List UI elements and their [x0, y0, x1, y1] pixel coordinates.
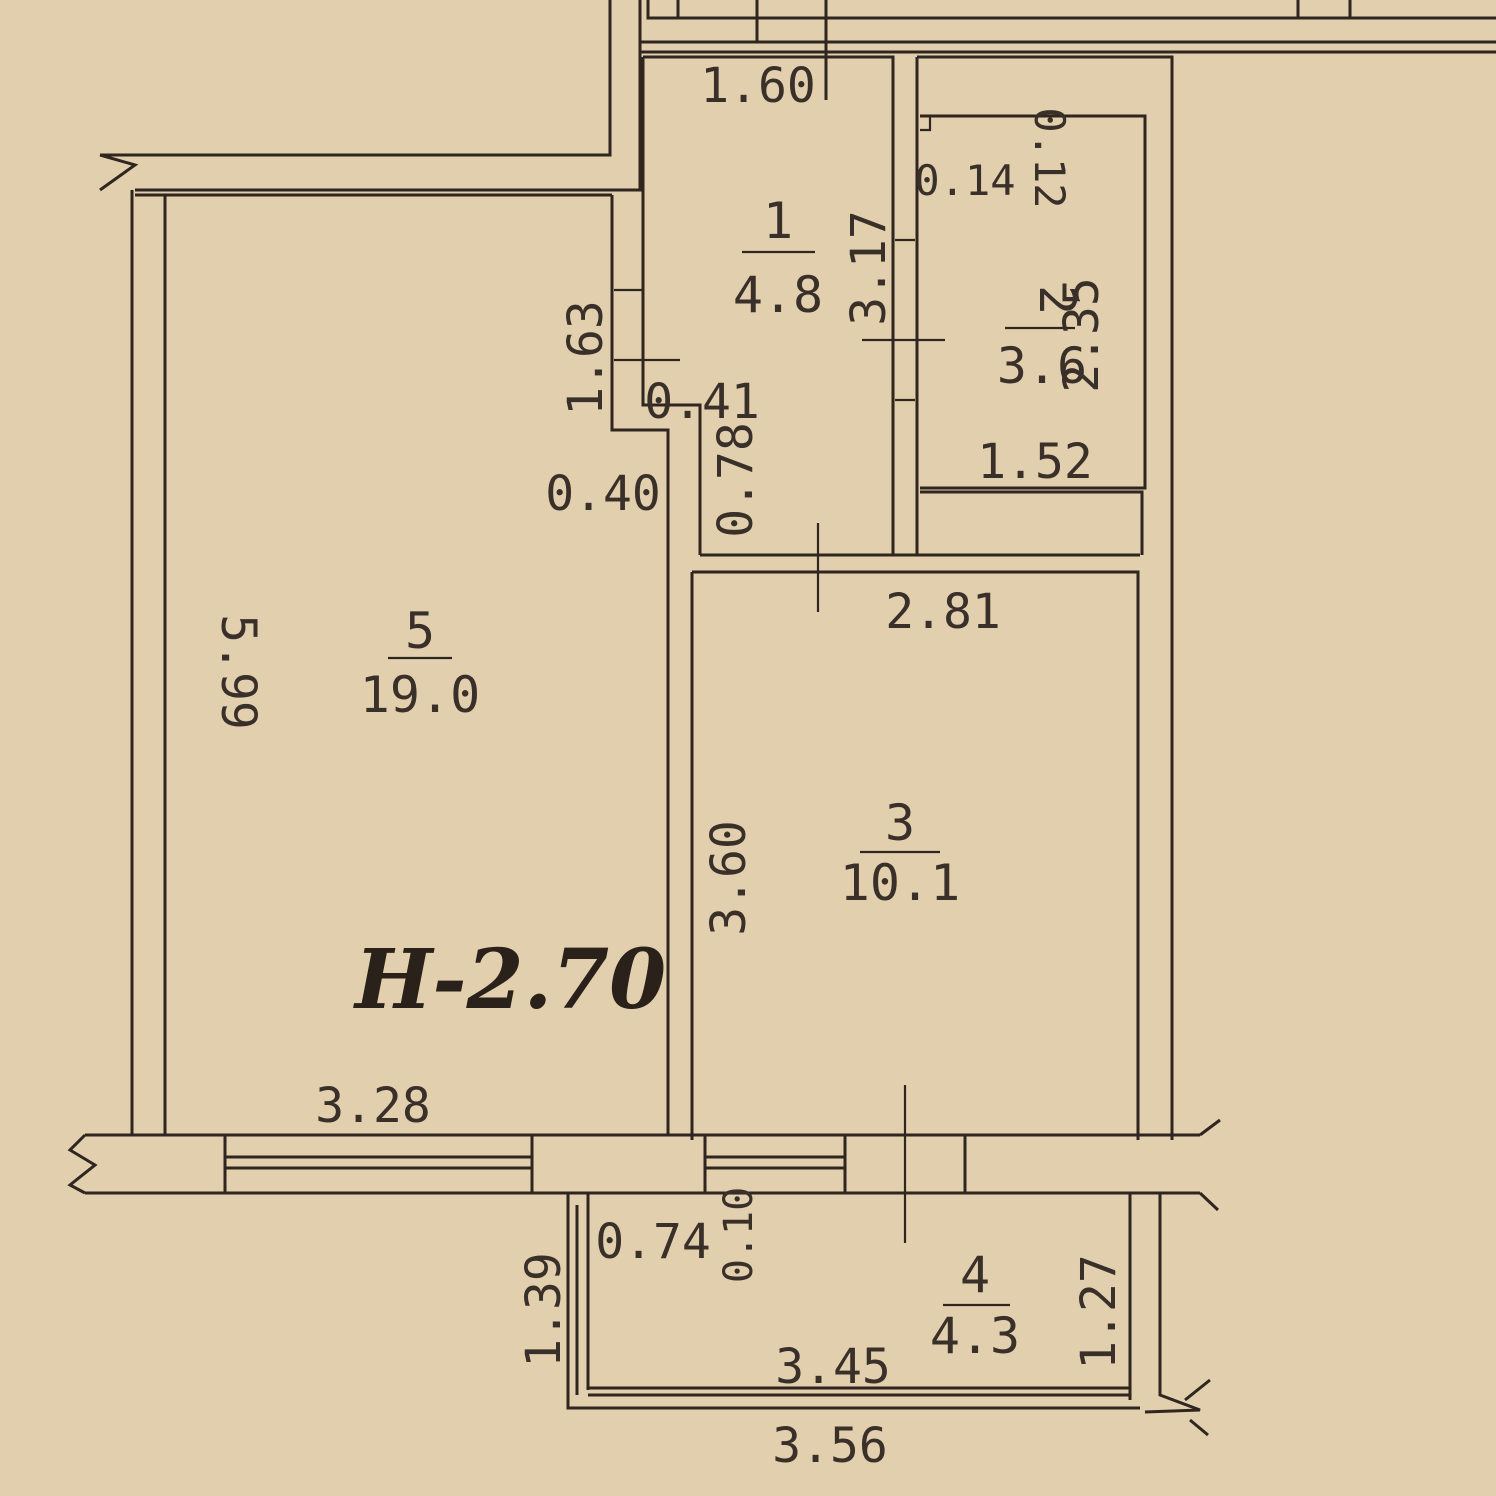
dim-1-27: 1.27 — [1071, 1254, 1127, 1370]
room-3-number: 3 — [885, 794, 915, 852]
dimensions: 1.60 3.17 0.14 0.12 2.35 1.52 1.63 0.41 … — [210, 58, 1127, 1474]
room-4-number: 4 — [960, 1246, 990, 1304]
ceiling-height: H-2.70 — [353, 932, 666, 1028]
room-1-label: 1 4.8 — [733, 192, 823, 324]
walls — [67, 0, 1496, 1437]
room-1-number: 1 — [763, 192, 793, 250]
room-1-area: 4.8 — [733, 266, 823, 324]
room-5-number: 5 — [405, 602, 435, 660]
dim-0-41: 0.41 — [644, 374, 760, 430]
dim-0-12: 0.12 — [1025, 107, 1074, 208]
dim-1-63: 1.63 — [558, 300, 614, 416]
dim-3-17: 3.17 — [841, 210, 897, 326]
room-2-number: 2 — [1028, 285, 1086, 315]
room-3-area: 10.1 — [840, 854, 960, 912]
room-3-label: 3 10.1 — [840, 794, 960, 912]
room-2-area: 3.6 — [997, 337, 1087, 395]
dim-0-14: 0.14 — [914, 156, 1015, 205]
room-4-area: 4.3 — [930, 1307, 1020, 1365]
room-5-label: 5 19.0 — [360, 602, 480, 724]
dim-3-28: 3.28 — [315, 1078, 431, 1134]
dim-3-60: 3.60 — [701, 820, 757, 936]
dim-1-52: 1.52 — [977, 434, 1093, 490]
room-2-label: 2 3.6 — [997, 285, 1087, 395]
dim-5-99: 5.99 — [210, 614, 266, 730]
dim-2-81: 2.81 — [885, 584, 1001, 640]
dim-3-56: 3.56 — [772, 1418, 888, 1474]
dim-1-60: 1.60 — [700, 58, 816, 114]
dim-0-74: 0.74 — [595, 1214, 711, 1270]
dim-0-78: 0.78 — [708, 422, 764, 538]
room-5-area: 19.0 — [360, 666, 480, 724]
dim-1-39: 1.39 — [516, 1252, 572, 1368]
dim-0-40: 0.40 — [545, 466, 661, 522]
room-4-label: 4 4.3 — [930, 1246, 1020, 1365]
dim-2-35: 2.35 — [1054, 277, 1110, 393]
dim-3-45: 3.45 — [775, 1339, 891, 1395]
dim-0-10: 0.10 — [716, 1187, 762, 1283]
